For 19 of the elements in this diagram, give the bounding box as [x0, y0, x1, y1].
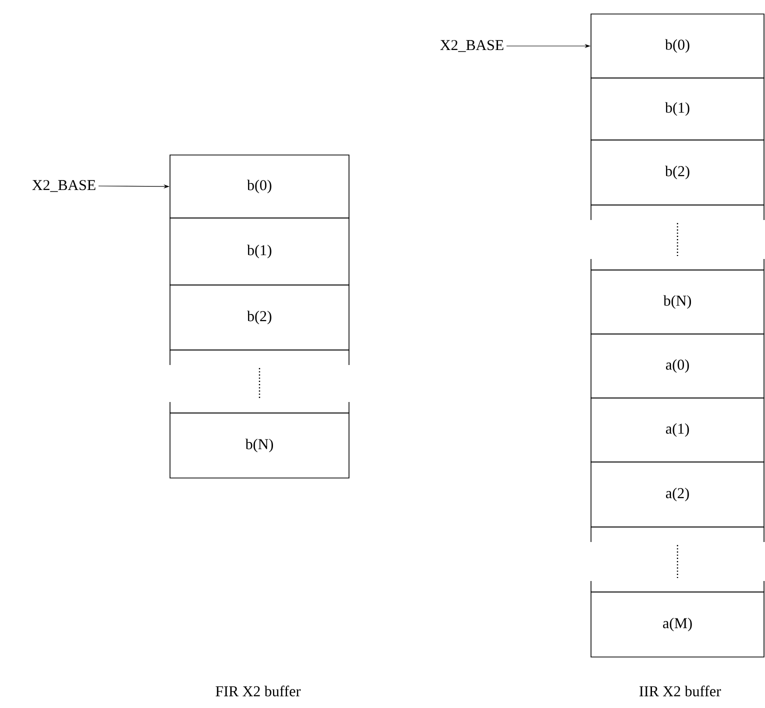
memory-cell: b(2) [170, 284, 350, 350]
memory-cell: a(0) [590, 334, 764, 398]
ellipsis-cell [590, 526, 764, 592]
memory-cell: b(0) [590, 14, 764, 78]
memory-cell: a(2) [590, 462, 764, 528]
memory-cell: b(0) [170, 154, 350, 218]
pointer-label: X2_BASE [32, 180, 96, 192]
memory-cell: b(2) [590, 140, 764, 206]
ellipsis-cell [590, 204, 764, 270]
memory-cell: a(M) [590, 592, 764, 658]
buffer-caption: FIR X2 buffer [216, 686, 301, 696]
memory-cell: a(1) [590, 398, 764, 462]
memory-cell: b(1) [590, 78, 764, 140]
ellipsis-cell [170, 350, 350, 414]
memory-cell: b(N) [170, 412, 350, 478]
memory-cell: b(N) [590, 270, 764, 334]
pointer-label: X2_BASE [440, 40, 504, 52]
memory-cell: b(1) [170, 218, 350, 286]
buffer-caption: IIR X2 buffer [639, 686, 721, 696]
